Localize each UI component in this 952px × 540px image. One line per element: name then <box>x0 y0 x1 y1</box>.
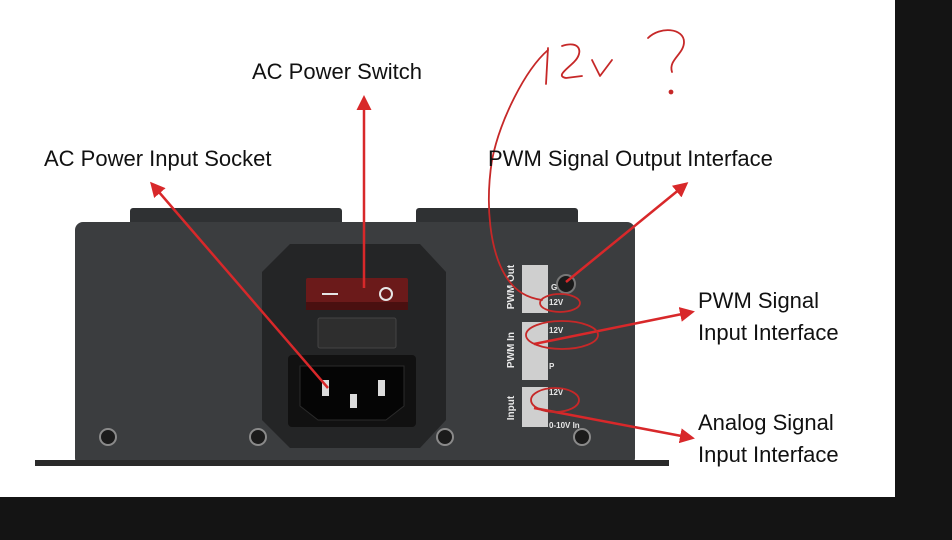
label-analog-signal-input-interface: Analog Signal Input Interface <box>698 407 839 471</box>
circle-12v-out <box>539 293 581 313</box>
annotation-stroke <box>488 49 549 301</box>
circle-12v-analog <box>530 387 580 413</box>
label-analog-input-line1: Analog Signal <box>698 410 834 435</box>
pwm-in-terminal <box>522 322 548 380</box>
pwm-in-label: PWM In <box>506 332 517 368</box>
pin-0-10v-label: 0-10V In <box>549 421 580 430</box>
pwm-out-terminal <box>522 265 548 313</box>
circle-12v-in <box>525 320 599 350</box>
pin-12v-in-label: 12V <box>549 326 564 335</box>
label-pwm-signal-output-interface: PWM Signal Output Interface <box>488 146 773 171</box>
handwritten-annotation <box>488 29 685 413</box>
pin-g-label: G <box>551 283 557 292</box>
input-label: Input <box>506 395 517 420</box>
pin-12v-out-label: 12V <box>549 298 564 307</box>
label-ac-power-switch: AC Power Switch <box>252 59 422 84</box>
pin-12v-analog-label: 12V <box>549 388 564 397</box>
arrow-pwm-input <box>533 307 695 346</box>
label-pwm-signal-input-interface: PWM Signal Input Interface <box>698 285 839 349</box>
pwm-out-label: PWM Out <box>506 264 517 309</box>
arrow-ac-socket <box>150 181 329 389</box>
device-base-flange <box>35 460 669 466</box>
arrow-analog-input <box>533 406 695 444</box>
label-pwm-input-line1: PWM Signal <box>698 288 820 313</box>
callout-arrows <box>150 95 695 444</box>
label-ac-power-input-socket: AC Power Input Socket <box>44 146 272 171</box>
pin-p-label: P <box>549 362 555 371</box>
arrow-pwm-output <box>565 182 689 283</box>
label-analog-input-line2: Input Interface <box>698 442 839 467</box>
label-pwm-input-line2: Input Interface <box>698 320 839 345</box>
